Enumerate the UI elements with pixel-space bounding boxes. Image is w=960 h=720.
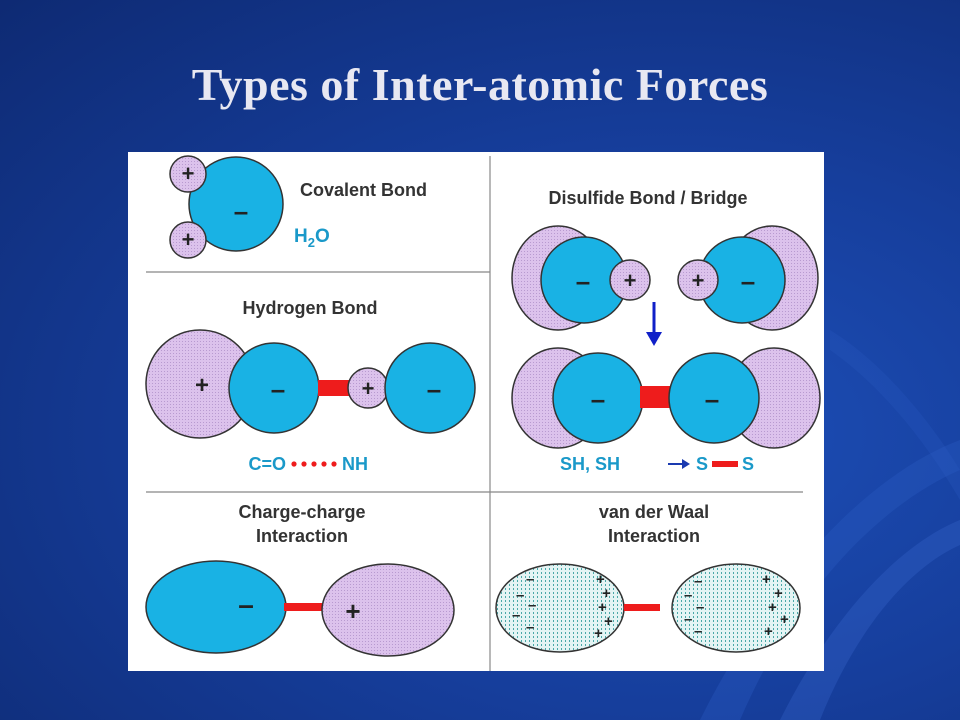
- svg-text:–: –: [516, 587, 524, 604]
- hydrogen-atom: [609, 259, 651, 301]
- slide-title: Types of Inter-atomic Forces: [191, 59, 769, 110]
- covalent-bond-panel: + + – Covalent Bond H2O: [169, 155, 427, 259]
- svg-text:+: +: [768, 599, 777, 616]
- svg-text:–: –: [512, 607, 520, 624]
- diagram-canvas: + + – Covalent Bond H2O Hydrogen Bond + …: [145, 155, 821, 671]
- charge-charge-title-line1: Charge-charge: [238, 502, 365, 522]
- charge-plus: +: [195, 372, 209, 399]
- van-der-waal-title-line2: Interaction: [608, 526, 700, 546]
- hydrogen-atom-bottom: [169, 221, 207, 259]
- svg-text:+: +: [598, 599, 607, 616]
- svg-text:–: –: [684, 611, 692, 628]
- svg-text:+: +: [594, 625, 603, 642]
- negative-atom: [384, 342, 476, 434]
- panel-dividers: [146, 156, 803, 671]
- s-formula: S: [742, 454, 754, 474]
- charge-plus: +: [362, 376, 375, 401]
- van-der-waal-panel: van der Waal Interaction – – – – – + + +…: [495, 502, 801, 653]
- hydrogen-dots: [291, 461, 337, 467]
- svg-text:–: –: [684, 587, 692, 604]
- svg-text:–: –: [741, 266, 755, 296]
- svg-text:+: +: [602, 585, 611, 602]
- s-formula: S: [696, 454, 708, 474]
- van-der-waal-bond-bar: [624, 604, 660, 611]
- svg-text:–: –: [526, 571, 534, 588]
- svg-text:–: –: [238, 589, 254, 620]
- covalent-bond-title: Covalent Bond: [300, 180, 427, 200]
- negative-ion: [145, 560, 287, 654]
- oxygen-atom: [188, 156, 284, 252]
- charge-plus: +: [182, 227, 195, 252]
- disulfide-bond-title: Disulfide Bond / Bridge: [548, 188, 747, 208]
- sulfur-atom: [668, 352, 760, 444]
- s-s-bond-bar: [712, 461, 738, 467]
- induced-charges-left: – – – – – + + + + +: [512, 571, 613, 642]
- down-arrow-icon: [646, 302, 662, 346]
- ionic-bond-bar: [284, 603, 322, 611]
- hydrogen-bond-title: Hydrogen Bond: [243, 298, 378, 318]
- svg-text:–: –: [694, 623, 702, 640]
- svg-text:+: +: [604, 613, 613, 630]
- svg-text:+: +: [624, 268, 637, 293]
- charge-minus: –: [271, 374, 285, 404]
- arrow-right-icon: [668, 459, 690, 469]
- charge-plus: +: [182, 161, 195, 186]
- induced-charges-right: – – – – – + + + + +: [684, 571, 789, 640]
- co-formula: C=O: [248, 454, 286, 474]
- disulfide-bond-panel: Disulfide Bond / Bridge – + + – –: [511, 188, 821, 474]
- hydrogen-atom: [677, 259, 719, 301]
- hydrogen-bond-bar: [318, 380, 352, 396]
- svg-text:–: –: [526, 619, 534, 636]
- disulfide-bond-bar: [640, 386, 674, 408]
- svg-text:–: –: [705, 384, 719, 414]
- positive-ion: [321, 563, 455, 657]
- inter-atomic-forces-diagram: + + – Covalent Bond H2O Hydrogen Bond + …: [128, 152, 824, 671]
- charge-minus: –: [427, 374, 441, 404]
- svg-text:+: +: [774, 585, 783, 602]
- svg-text:–: –: [576, 266, 590, 296]
- charge-charge-panel: Charge-charge Interaction – +: [145, 502, 455, 657]
- h2o-formula: H2O: [294, 226, 330, 250]
- neutral-molecule-right: [671, 563, 801, 653]
- svg-text:+: +: [596, 571, 605, 588]
- sh-sh-formula: SH, SH: [560, 454, 620, 474]
- nh-formula: NH: [342, 454, 368, 474]
- svg-text:+: +: [692, 268, 705, 293]
- svg-text:+: +: [764, 623, 773, 640]
- svg-text:–: –: [591, 384, 605, 414]
- hydrogen-bond-panel: Hydrogen Bond + – + – C=O NH: [145, 298, 476, 474]
- van-der-waal-title-line1: van der Waal: [599, 502, 709, 522]
- svg-text:–: –: [528, 597, 536, 614]
- charge-charge-title-line2: Interaction: [256, 526, 348, 546]
- svg-text:+: +: [345, 596, 360, 626]
- hydrogen-atom-top: [169, 155, 207, 193]
- svg-text:+: +: [762, 571, 771, 588]
- charge-minus: –: [234, 196, 248, 226]
- svg-text:–: –: [696, 599, 704, 616]
- svg-text:+: +: [780, 611, 789, 628]
- svg-text:–: –: [694, 573, 702, 590]
